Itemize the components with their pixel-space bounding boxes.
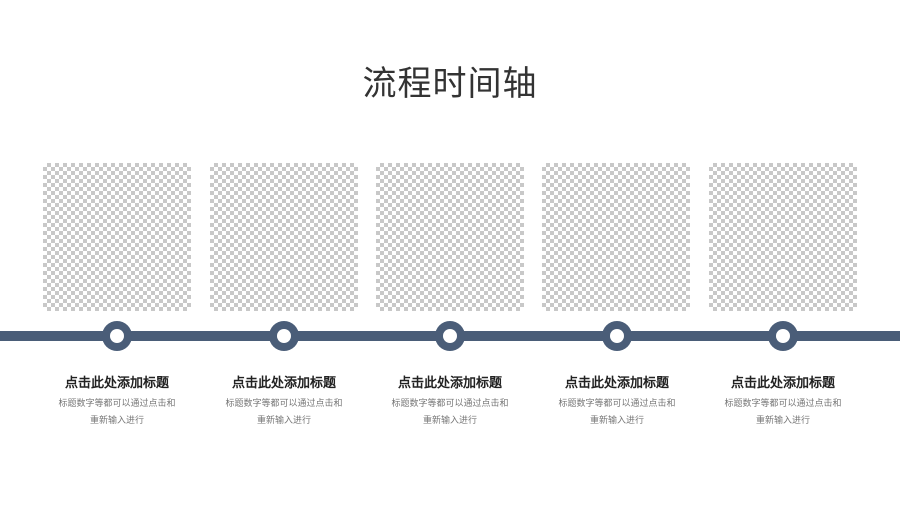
image-placeholder-1[interactable] [43,163,191,311]
timeline-node-3 [435,321,465,351]
image-placeholder-5[interactable] [709,163,857,311]
timeline-node-5 [768,321,798,351]
step-description-line: 标题数字等都可以通过点击和 [724,399,842,409]
step-description-2[interactable]: 标题数字等都可以通过点击和 重新输入进行 [201,396,367,430]
step-title-2[interactable]: 点击此处添加标题 [231,376,336,391]
image-placeholder-3[interactable] [376,163,524,311]
image-placeholder-4[interactable] [542,163,690,311]
step-title-4[interactable]: 点击此处添加标题 [564,376,669,391]
image-placeholder-2[interactable] [210,163,358,311]
step-description-line: 重新输入进行 [256,416,311,426]
step-description-1[interactable]: 标题数字等都可以通过点击和 重新输入进行 [34,396,200,430]
timeline-node-1 [102,321,132,351]
step-description-line: 重新输入进行 [89,416,144,426]
step-description-line: 标题数字等都可以通过点击和 [58,399,176,409]
step-description-3[interactable]: 标题数字等都可以通过点击和 重新输入进行 [367,396,533,430]
step-description-line: 标题数字等都可以通过点击和 [391,399,509,409]
step-description-line: 标题数字等都可以通过点击和 [225,399,343,409]
step-description-5[interactable]: 标题数字等都可以通过点击和 重新输入进行 [700,396,866,430]
timeline-node-2 [269,321,299,351]
step-description-line: 标题数字等都可以通过点击和 [558,399,676,409]
step-title-3[interactable]: 点击此处添加标题 [397,376,502,391]
step-description-line: 重新输入进行 [755,416,810,426]
step-title-5[interactable]: 点击此处添加标题 [730,376,835,391]
step-description-line: 重新输入进行 [422,416,477,426]
step-title-1[interactable]: 点击此处添加标题 [64,376,169,391]
step-description-line: 重新输入进行 [589,416,644,426]
step-description-4[interactable]: 标题数字等都可以通过点击和 重新输入进行 [534,396,700,430]
page-title: 流程时间轴 [362,64,538,104]
timeline-node-4 [602,321,632,351]
